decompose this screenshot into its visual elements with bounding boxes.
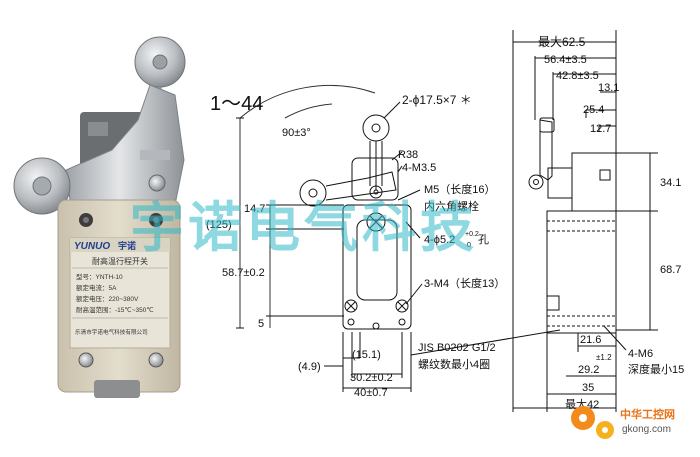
m6-label: 4-M6 — [628, 348, 653, 360]
housing-screw — [148, 352, 164, 368]
site-url: gkong.com — [622, 424, 671, 435]
dim-max-42: 最大42 — [565, 397, 599, 411]
housing-screw — [78, 352, 94, 368]
dim-5: 5 — [258, 318, 264, 330]
plate-maker: 乐清市宇诺电气科技有限公司 — [75, 328, 148, 336]
dim-30-2: 30.2±0.2 — [350, 372, 393, 384]
side-head-outline — [571, 152, 617, 212]
site-name-cn: 中华工控网 — [620, 407, 675, 421]
radius-label: R38 — [398, 149, 418, 161]
holes-suffix: 孔 — [478, 233, 489, 246]
front-view-labels: 1～44 90±3° 2-ϕ17.5×7 ＊ R38 4-M3.5 M5（长度1… — [206, 93, 505, 399]
plate-title: 耐高温行程开关 — [92, 256, 148, 266]
side-view-drawing — [512, 30, 658, 412]
jis-label: JIS B0202 G1/2 — [418, 342, 496, 354]
dim-tol-1-2: ±1.2 — [596, 353, 612, 362]
dim-125: (125) — [206, 219, 232, 231]
dim-35: 35 — [582, 382, 594, 394]
plate-model: 型号：YNTH-10 — [76, 272, 123, 281]
site-logo: 中华工控网 gkong.com — [571, 406, 675, 439]
dim-21-6: 21.6 — [580, 334, 601, 346]
brand-logo: YUNUO — [74, 241, 110, 252]
front-lower-roller — [299, 179, 327, 207]
depth-label: 深度最小15 — [628, 362, 684, 376]
watermark-text: 宇诺电气科技 — [130, 196, 478, 259]
plate-current: 额定电流：5A — [76, 283, 117, 292]
dim-14-7: 14.7 — [244, 203, 265, 215]
hex-bolt-label: 内六角螺栓 — [424, 199, 479, 213]
holes-label: 4-ϕ5.2 — [424, 234, 455, 246]
dim-12-7: 12.7 — [590, 123, 611, 135]
dim-max-62-5: 最大62.5 — [538, 35, 586, 49]
holes-tol-upper: +0.2 — [465, 231, 479, 238]
dim-42-8: 42.8±3.5 — [556, 70, 599, 82]
lever-screw — [148, 174, 166, 192]
conduit-nut — [94, 380, 140, 398]
plate-voltage: 额定电压：220~380V — [76, 294, 139, 303]
dim-56-4: 56.4±3.5 — [544, 54, 587, 66]
m4-label: 3-M4（长度13） — [424, 276, 505, 290]
roller-spec-label: 2-ϕ17.5×7 ＊ — [402, 93, 472, 107]
dim-58-7: 58.7±0.2 — [222, 267, 265, 279]
brand-cn: 宇诺 — [118, 240, 136, 251]
front-upper-roller — [362, 114, 390, 142]
dim-15-1: (15.1) — [352, 349, 381, 361]
side-view-labels: 最大62.5 56.4±3.5 42.8±3.5 13.1 25.4 12.7 … — [538, 35, 684, 411]
dim-34-1: 34.1 — [660, 177, 681, 189]
m35-label: 4-M3.5 — [402, 162, 436, 174]
m5-label: M5（长度16） — [424, 182, 496, 196]
nameplate — [69, 237, 171, 349]
product-photo: YUNUO 宇诺 耐高温行程开关 型号：YNTH-10 额定电流：5A 额定电压… — [13, 36, 186, 398]
stroke-range-label: 1～44 — [210, 93, 263, 115]
front-view-drawing — [236, 84, 561, 392]
holes-tol-lower: 0 — [467, 242, 471, 249]
dim-29-2: 29.2 — [578, 364, 599, 376]
dim-13-1: 13.1 — [598, 82, 619, 94]
angle-label: 90±3° — [282, 127, 311, 139]
dim-4-9: (4.9) — [298, 361, 321, 373]
threads-label: 螺纹数最小4圈 — [418, 357, 490, 371]
side-housing-outline — [546, 210, 617, 334]
dim-40: 40±0.7 — [354, 387, 388, 399]
dim-25-4: 25.4 — [583, 104, 604, 116]
dim-68-7: 68.7 — [660, 264, 681, 276]
plate-temp: 耐高温范围：-15℃~350℃ — [76, 305, 154, 314]
